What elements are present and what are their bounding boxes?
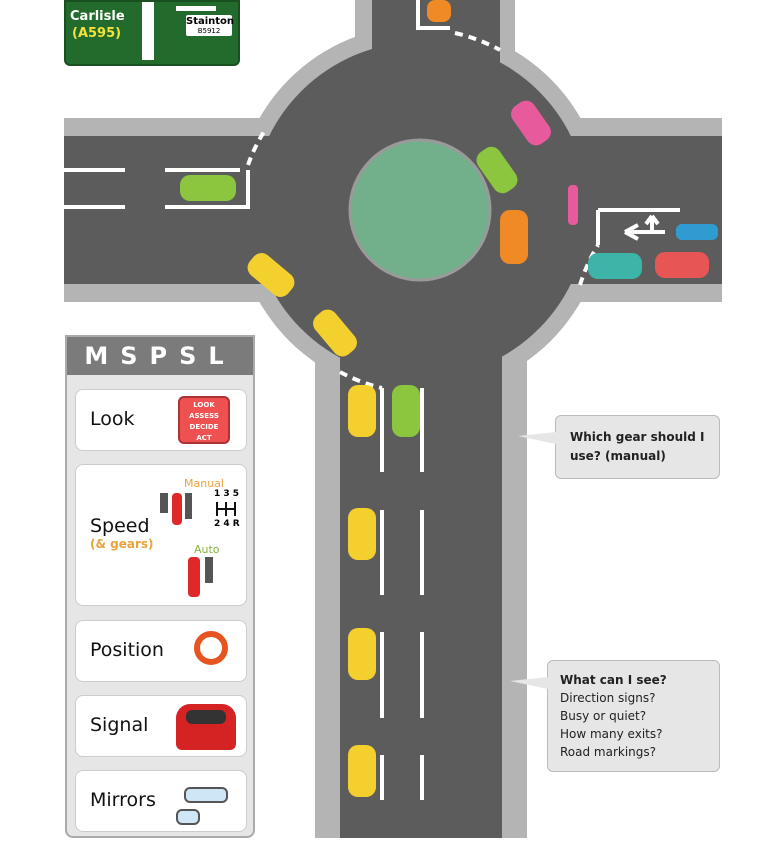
car-yellow-6	[348, 745, 376, 797]
car-green-3	[392, 385, 420, 437]
sign-arrow-stem	[142, 2, 154, 60]
speed-label: Speed	[90, 515, 150, 537]
car-orange-ring	[500, 210, 528, 264]
car-pink	[511, 100, 551, 146]
what-can-i-see-bubble: What can I see? Direction signs? Busy or…	[510, 660, 720, 772]
car-yellow-1	[247, 253, 295, 297]
car-yellow-5	[348, 628, 376, 680]
car-teal	[588, 253, 642, 279]
signal-label: Signal	[90, 714, 149, 736]
mirrors-label: Mirrors	[90, 789, 156, 811]
gear-question-bubble: Which gear should I use? (manual)	[518, 415, 720, 479]
car-green-ring	[476, 146, 518, 194]
car-yellow-3	[348, 385, 376, 437]
cars	[180, 0, 709, 797]
sign-arrow-right	[176, 6, 216, 11]
card-mirrors: Mirrors	[75, 770, 247, 832]
auto-label: Auto	[194, 543, 220, 556]
motorcyclist-icon	[676, 224, 718, 240]
central-island	[348, 138, 492, 282]
position-label: Position	[90, 639, 164, 661]
panel-title: MSPSL	[67, 337, 253, 375]
steering-wheel-icon	[194, 631, 228, 665]
sign-left-destination: Carlisle	[70, 9, 125, 24]
lane-arrow-icon	[624, 214, 665, 241]
card-position: Position	[75, 620, 247, 682]
see-item: How many exits?	[560, 727, 663, 741]
car-yellow-2	[313, 309, 357, 357]
gears-bottom: 2 4 R	[214, 519, 240, 529]
see-item: Busy or quiet?	[560, 709, 647, 723]
car-orange-top	[427, 0, 451, 22]
auto-pedals-icon	[188, 557, 214, 599]
manual-label: Manual	[184, 477, 224, 490]
sign-right-destination: Stainton	[186, 16, 235, 27]
rear-mirror-icon	[184, 787, 228, 803]
card-speed: Speed (& gears) Manual 1 3 5 2 4 R Auto	[75, 464, 247, 606]
sign-left-road: (A595)	[72, 26, 122, 41]
car-green-left	[180, 175, 236, 201]
speed-sub: (& gears)	[90, 537, 154, 551]
car-red	[655, 252, 709, 278]
gear-shift-icon	[216, 502, 236, 516]
sign-right-road: B5912	[197, 27, 221, 35]
road-markings	[64, 0, 680, 800]
gears-top: 1 3 5	[214, 489, 240, 499]
see-item: Direction signs?	[560, 691, 656, 705]
sign-right-panel: Stainton B5912	[186, 15, 235, 36]
cyclist-icon	[568, 185, 578, 225]
car-rear-icon	[176, 704, 236, 750]
manual-pedals-icon	[160, 491, 192, 525]
card-signal: Signal	[75, 695, 247, 757]
side-mirror-icon	[176, 809, 200, 825]
direction-sign: Carlisle (A595) Stainton B5912	[64, 0, 240, 66]
see-item: Road markings?	[560, 745, 657, 759]
see-title: What can I see?	[560, 673, 667, 687]
look-label: Look	[90, 408, 135, 430]
car-yellow-4	[348, 508, 376, 560]
